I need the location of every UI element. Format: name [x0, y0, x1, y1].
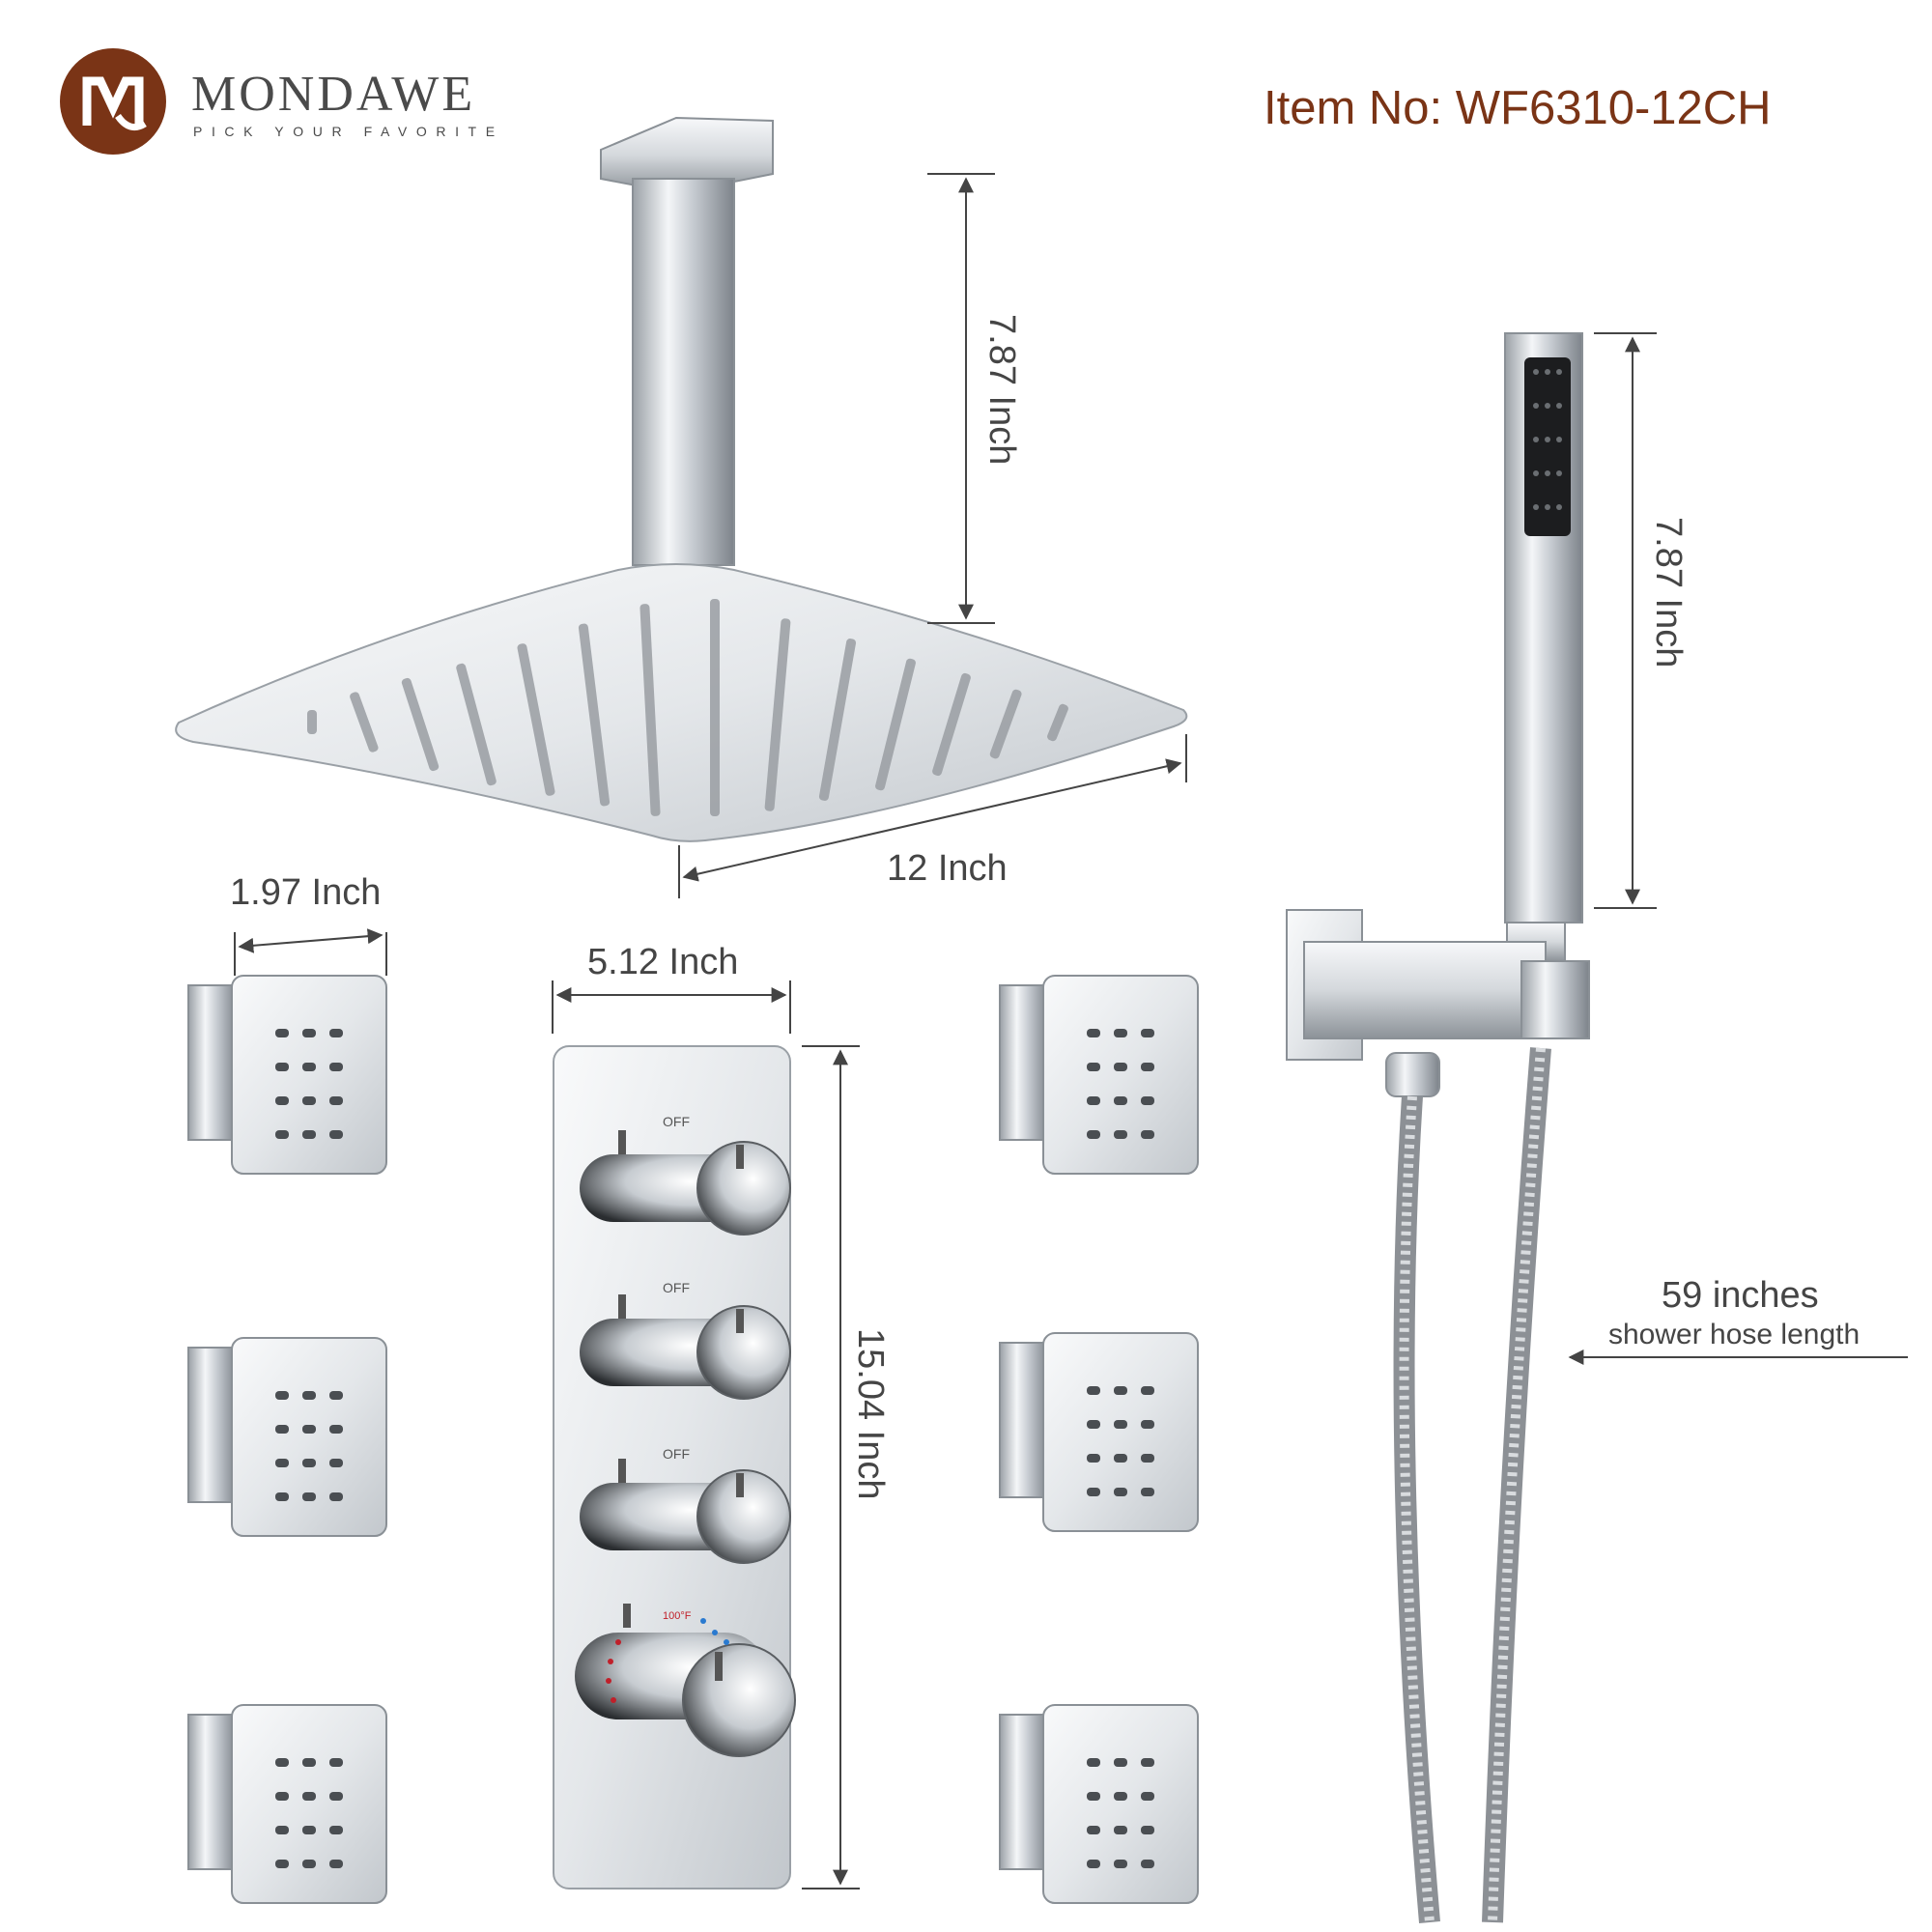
- valve-off-label-1: OFF: [663, 1114, 690, 1129]
- valve-temp-label: 100°F: [663, 1610, 692, 1622]
- handheld-shower-icon: [1286, 332, 1590, 1097]
- brand-name: MONDAWE: [191, 67, 476, 122]
- valve-off-label-2: OFF: [663, 1280, 690, 1295]
- item-number: Item No: WF6310-12CH: [1264, 82, 1772, 134]
- dimension-lines: [234, 173, 1908, 1889]
- body-jet-width-label: 1.97 Inch: [230, 872, 382, 913]
- hose-length-label: 59 inches: [1662, 1275, 1819, 1316]
- valve-height-label: 15.04 Inch: [850, 1328, 891, 1500]
- rain-shower-head-icon: [175, 116, 1188, 842]
- rain-head-width-label: 12 Inch: [887, 848, 1008, 889]
- hose-length-caption: shower hose length: [1608, 1319, 1861, 1350]
- brand-tagline: PICK YOUR FAVORITE: [193, 124, 504, 139]
- body-jet-icon: [187, 975, 1199, 1904]
- shower-hose-icon: [1393, 1047, 1551, 1923]
- mondawe-logo-icon: [60, 48, 166, 155]
- valve-width-label: 5.12 Inch: [587, 942, 739, 982]
- handheld-height-label: 7.87 Inch: [1648, 517, 1689, 668]
- thermostatic-valve-icon: [553, 1045, 796, 1889]
- rain-head-arm-height-label: 7.87 Inch: [981, 314, 1022, 466]
- valve-off-label-3: OFF: [663, 1446, 690, 1462]
